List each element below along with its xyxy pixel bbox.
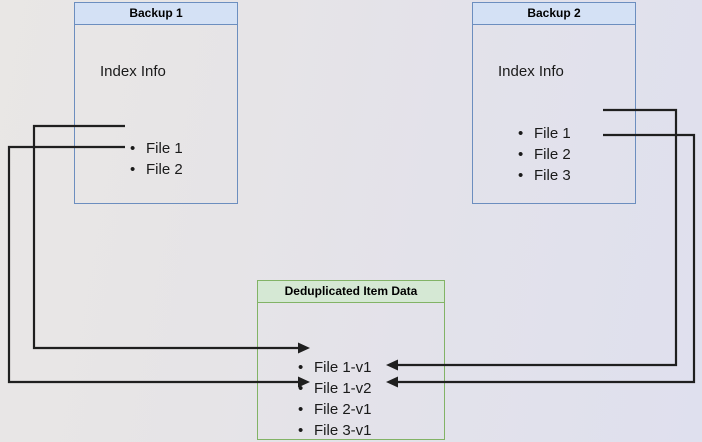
- deduplicated-item-list: File 1-v1 File 1-v2 File 2-v1 File 3-v1: [298, 357, 372, 441]
- backup-2-title: Backup 2: [473, 3, 635, 25]
- backup-1-file-list: File 1 File 2: [130, 138, 183, 180]
- deduplicated-item-data-title: Deduplicated Item Data: [258, 281, 444, 303]
- list-item[interactable]: File 3: [518, 165, 571, 186]
- list-item[interactable]: File 1-v1: [298, 357, 372, 378]
- list-item[interactable]: File 2-v1: [298, 399, 372, 420]
- backup-2-index-info-label: Index Info: [498, 63, 564, 80]
- deduplicated-item-data-node[interactable]: Deduplicated Item Data File 1-v1 File 1-…: [257, 280, 445, 441]
- backup-2-file-list: File 1 File 2 File 3: [518, 123, 571, 186]
- list-item[interactable]: File 2: [130, 159, 183, 180]
- list-item[interactable]: File 1: [130, 138, 183, 159]
- list-item[interactable]: File 2: [518, 144, 571, 165]
- backup-1-index-info-label: Index Info: [100, 63, 166, 80]
- backup-2-node[interactable]: Backup 2 Index Info File 1 File 2 File 3: [472, 2, 636, 204]
- list-item[interactable]: File 3-v1: [298, 420, 372, 441]
- list-item[interactable]: File 1: [518, 123, 571, 144]
- backup-1-title: Backup 1: [75, 3, 237, 25]
- backup-1-node[interactable]: Backup 1 Index Info File 1 File 2: [74, 2, 238, 204]
- list-item[interactable]: File 1-v2: [298, 378, 372, 399]
